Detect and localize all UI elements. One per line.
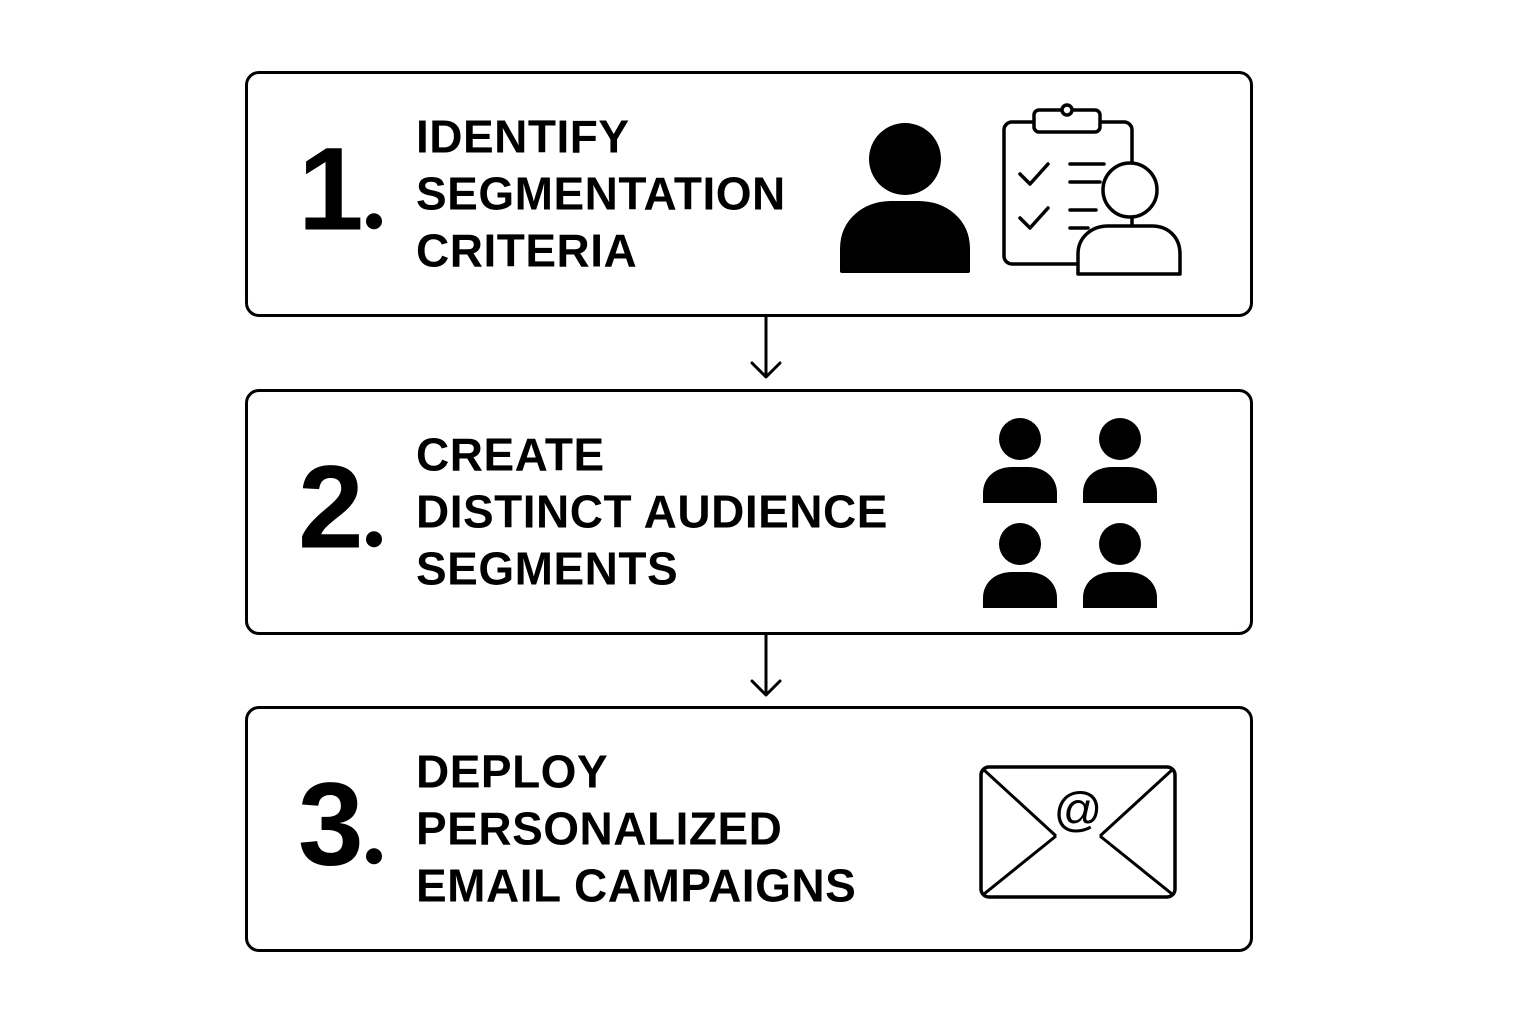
step-2-title-line: SEGMENTS: [416, 542, 679, 595]
step-2-title-line: DISTINCT AUDIENCE: [416, 485, 888, 538]
person-icon: [1083, 523, 1157, 608]
step-2-title: CREATE DISTINCT AUDIENCE SEGMENTS: [416, 427, 888, 598]
step-1-box: 1 IDENTIFY SEGMENTATION CRITERIA: [245, 71, 1253, 317]
at-symbol: @: [1054, 784, 1103, 837]
step-3-title-line: DEPLOY: [416, 745, 609, 798]
step-1-number: 1: [298, 130, 382, 248]
step-3-title: DEPLOY PERSONALIZED EMAIL CAMPAIGNS: [416, 744, 856, 915]
step-2-box: 2 CREATE DISTINCT AUDIENCE SEGMENTS: [245, 389, 1253, 635]
audience-group-icon: [983, 418, 1157, 608]
step-1-title-line: CRITERIA: [416, 224, 638, 277]
step-1-title-line: IDENTIFY: [416, 110, 630, 163]
step-1-title: IDENTIFY SEGMENTATION CRITERIA: [416, 109, 786, 280]
step-3-title-line: PERSONALIZED: [416, 802, 783, 855]
checklist-person-icon: [1002, 103, 1182, 276]
connector-arrow-2: [750, 635, 782, 697]
step-3-title-line: EMAIL CAMPAIGNS: [416, 859, 857, 912]
connector-arrow-1: [750, 317, 782, 379]
step-3-number: 3: [298, 765, 382, 883]
person-icon: [983, 418, 1057, 503]
email-envelope-icon: @: [979, 765, 1177, 899]
step-2-number: 2: [298, 448, 382, 566]
step-1-title-line: SEGMENTATION: [416, 167, 786, 220]
person-icon: [983, 523, 1057, 608]
step-2-title-line: CREATE: [416, 428, 605, 481]
person-icon: [1083, 418, 1157, 503]
person-icon: [840, 123, 970, 273]
step-3-box: 3 DEPLOY PERSONALIZED EMAIL CAMPAIGNS @: [245, 706, 1253, 952]
